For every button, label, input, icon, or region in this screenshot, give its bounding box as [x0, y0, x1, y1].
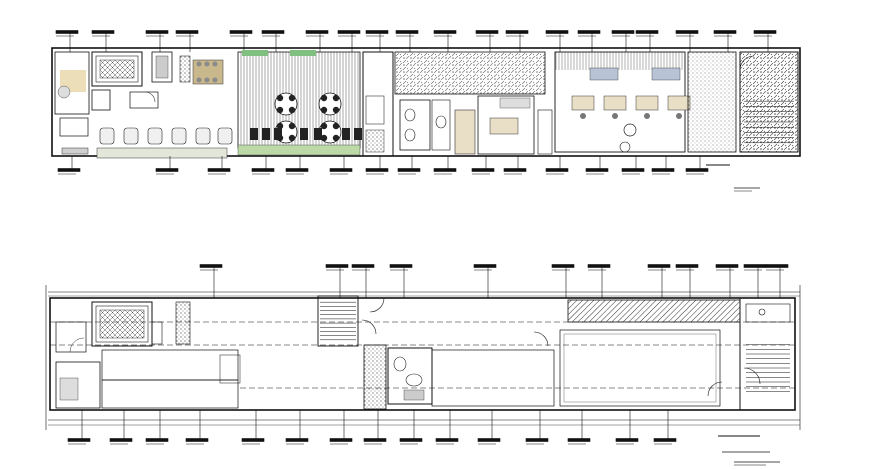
lower-restroom-core [363, 344, 433, 410]
lower-garden-stair [739, 297, 796, 411]
stair-icon [744, 100, 794, 144]
lower-axis-lines [50, 321, 795, 389]
upper-garden [687, 51, 799, 153]
upper-kitchen [91, 51, 159, 111]
upper-restroom-core [362, 51, 546, 157]
lower-floor-plan [45, 264, 801, 466]
north-arrow-icon [706, 164, 760, 192]
upper-outer-wall [51, 47, 801, 157]
upper-office-area [554, 51, 691, 153]
lower-top-callouts [199, 264, 789, 298]
upper-bar-counter [151, 51, 191, 83]
upper-reception [454, 95, 553, 155]
upper-auditorium [237, 50, 362, 156]
upper-lounge-zone [54, 51, 90, 155]
lower-open-hall [431, 329, 723, 407]
lower-kitchen [55, 301, 191, 353]
upper-waiting-bench [96, 127, 233, 159]
upper-bottom-callouts [57, 156, 709, 175]
lower-hatched-wall-zone [567, 299, 741, 323]
planter-strip [237, 144, 361, 156]
upper-floor-plan [51, 30, 801, 192]
upper-meeting-table [192, 59, 224, 85]
lower-dimension-lines [45, 285, 801, 430]
lower-bottom-callouts [67, 410, 677, 445]
stair-icon [317, 295, 385, 347]
lower-storage [55, 349, 241, 409]
scale-bar [718, 435, 780, 466]
